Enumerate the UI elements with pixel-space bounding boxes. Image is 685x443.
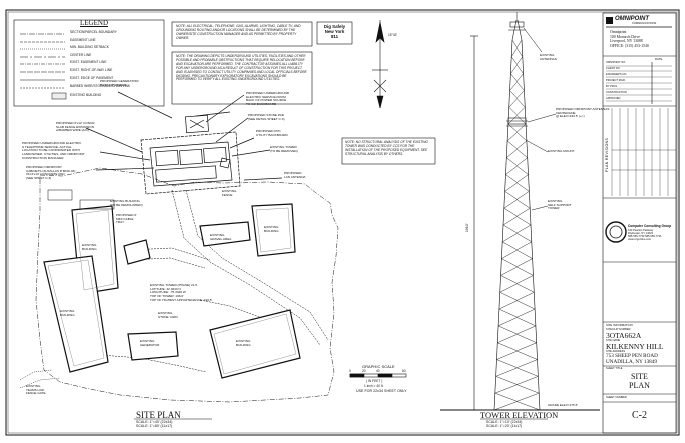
label-stone-pad: PROPOSED STONE PAD (SEE DETAIL SHEET C-3… [248, 113, 285, 121]
sheet-title: SITE PLAN [629, 372, 650, 390]
label-tower-info: EXISTING TOWER (PHASE) 21.5 LATITUDE: 42… [150, 283, 213, 302]
scale-tick: 40 [376, 369, 380, 373]
underground-utilities-note: NOTE: THE DRAWING DEPICTS UNDERGROUND UT… [176, 54, 307, 82]
label-cabinets: PROPOSED OMNIPOINT CABINETS (3L/FALLAS 8… [26, 165, 76, 181]
scale-tick: 0 [349, 369, 351, 373]
label-proposed-antennas: PROPOSED OMNIPOINT ANTENNAS CENTERLINE @… [556, 107, 610, 119]
label-fence-slab: PROPOSED 6'x12' CONCR. SLAB FENCE EXPANS… [56, 121, 96, 133]
project-fields: OMNIPOINT NO. CLIENT NO. ENGINEER'S NO. … [606, 61, 628, 100]
label-existing-fence: EXISTING FENCE [222, 189, 237, 197]
site-name-label: SITE NAME [606, 339, 621, 342]
label-generator: PROPOSED GENERATOR/ BACK-UP POWER [100, 79, 139, 87]
dig-safely-logo: Dig Safely New York 811 [323, 24, 346, 39]
sheet-number-label: SHEET NUMBER [606, 396, 627, 399]
site-name: KILKENNY HILL [606, 342, 664, 351]
scale-tick: 60 [402, 369, 406, 373]
sheet-title-label: SHEET TITLE [606, 367, 623, 370]
plan-revisions-label: PLAN REVISIONS [605, 137, 609, 172]
scale-title: GRAPHIC SCALE [362, 364, 395, 369]
legend-item: EXIST. EDGE OF PAVEMENT [70, 76, 114, 80]
general-note: NOTE: ALL ELECTRICAL, TELEPHONE, GAS, AL… [176, 24, 301, 40]
label-existing-mount: EXISTING MOUNT [548, 149, 575, 153]
label-tower-height: 196.0' [465, 223, 469, 232]
legend-item: EASEMENT LINE [70, 38, 96, 42]
legend-item: MIN. BUILDING SETBACK [70, 45, 109, 49]
label-underground-electric: PROPOSED UNDERGROUND ELECTRIC SERVICE FR… [246, 91, 290, 107]
label-lan-antenna: PROPOSED LAN ANTENNA [284, 171, 306, 179]
legend-item: EXIST. EASEMENT LINE [70, 60, 107, 64]
scale-sheet-note: USE FOR 22x34 SHEET ONLY [356, 389, 407, 393]
label-underground-telephone: PROPOSED UNDERGROUND ELECTRIC & TELEPHON… [22, 141, 85, 160]
site-plan-title: SITE PLAN [136, 410, 181, 420]
site-plan-scale: SCALE: 1"=40' (22x34) [136, 420, 173, 424]
label-grade-elevation: GRADE ELEV=175.5' [548, 403, 578, 407]
label-existing-building-b: EXISTING BUILDING [264, 225, 279, 233]
label-mini-cable-tray: PROPOSED 6' MINI CABLE TRAY [116, 213, 137, 225]
label-existing-building-a: EXISTING BUILDING [82, 243, 97, 251]
scale-unit: ( IN FEET ) [366, 379, 383, 383]
legend-item: EXIST. RIGHT-OF-WAY LINE [70, 68, 113, 72]
omnipoint-tagline: COMMUNICATIONS [632, 22, 657, 25]
label-ppc-backboard: PROPOSED PPC UTILITY BACKBOARD [256, 129, 288, 137]
label-existing-generator: EXISTING GENERATOR [140, 339, 160, 347]
label-existing-gate: EXISTING TEAMS LINK FENCE GATE [26, 384, 46, 396]
site-number-label: SITE/CLIP NUMBER [606, 328, 631, 331]
label-existing-building-gate: EXISTING BUILDING (TO BE DEMOLISHED) [110, 199, 143, 207]
scale-tick: 20 [362, 369, 366, 373]
consultant-name: Computer Consulting Group [628, 224, 672, 228]
site-info-label: SITE INFORMATION [606, 323, 633, 327]
north-arrow-angle: 15°43' [388, 33, 398, 37]
label-existing-gravel: EXISTING GRAVEL AREA [210, 233, 232, 241]
legend-title: LEGEND [80, 19, 108, 27]
site-number: 3OTA662A [606, 331, 642, 340]
site-plan-scale: SCALE: 1"=80' (11x17) [136, 424, 173, 428]
label-existing-building-c: EXISTING BUILDING [60, 309, 75, 317]
scale-ratio: 1 inch = 40 ft. [364, 384, 384, 388]
label-existing-tower: EXISTING TOWER (TO BE REMOVED) [270, 145, 298, 153]
legend-item: EXISTING BUILDING [70, 93, 102, 97]
tower-elevation-scale: SCALE: 1"=20' (11x17) [486, 424, 523, 428]
structural-note: NOTE: NO STRUCTURAL ANALYSIS OF THE EXIS… [345, 140, 428, 156]
legend-item: SECTION/PARCEL BOUNDARY [70, 30, 117, 34]
site-address: 753 SHEEP PEN ROAD UNADILLA, NY 13849 [606, 353, 658, 365]
omnipoint-address: Omnipoint 100 Monarch Drive Liverpool, N… [610, 30, 649, 48]
site-address-label: SITE ADDRESS [606, 350, 626, 353]
label-existing-stone-yard: EXISTING STONE YARD [158, 311, 178, 319]
tower-elevation-scale: SCALE: 1"=10' (22x34) [486, 420, 523, 424]
consultant-address: 100 Pavilion Parkway Rochester, NY 14623… [628, 229, 662, 242]
label-existing-antennas: EXISTING ANTENNAS [540, 53, 557, 61]
label-self-support-tower: EXISTING SELF SUPPORT TOWER [548, 199, 572, 211]
label-existing-building-d: EXISTING BUILDING [236, 339, 251, 347]
legend-item: CENTER LINE [70, 53, 92, 57]
tower-elevation-title: TOWER ELEVATION [480, 410, 559, 420]
sheet-number: C-2 [632, 410, 647, 421]
date-label: DATE [655, 57, 663, 61]
omnipoint-logo: OMNIPOINT [615, 16, 649, 22]
legend-item: BARBED WIRE/STOCKADE/CHAIN LINK [70, 84, 131, 88]
